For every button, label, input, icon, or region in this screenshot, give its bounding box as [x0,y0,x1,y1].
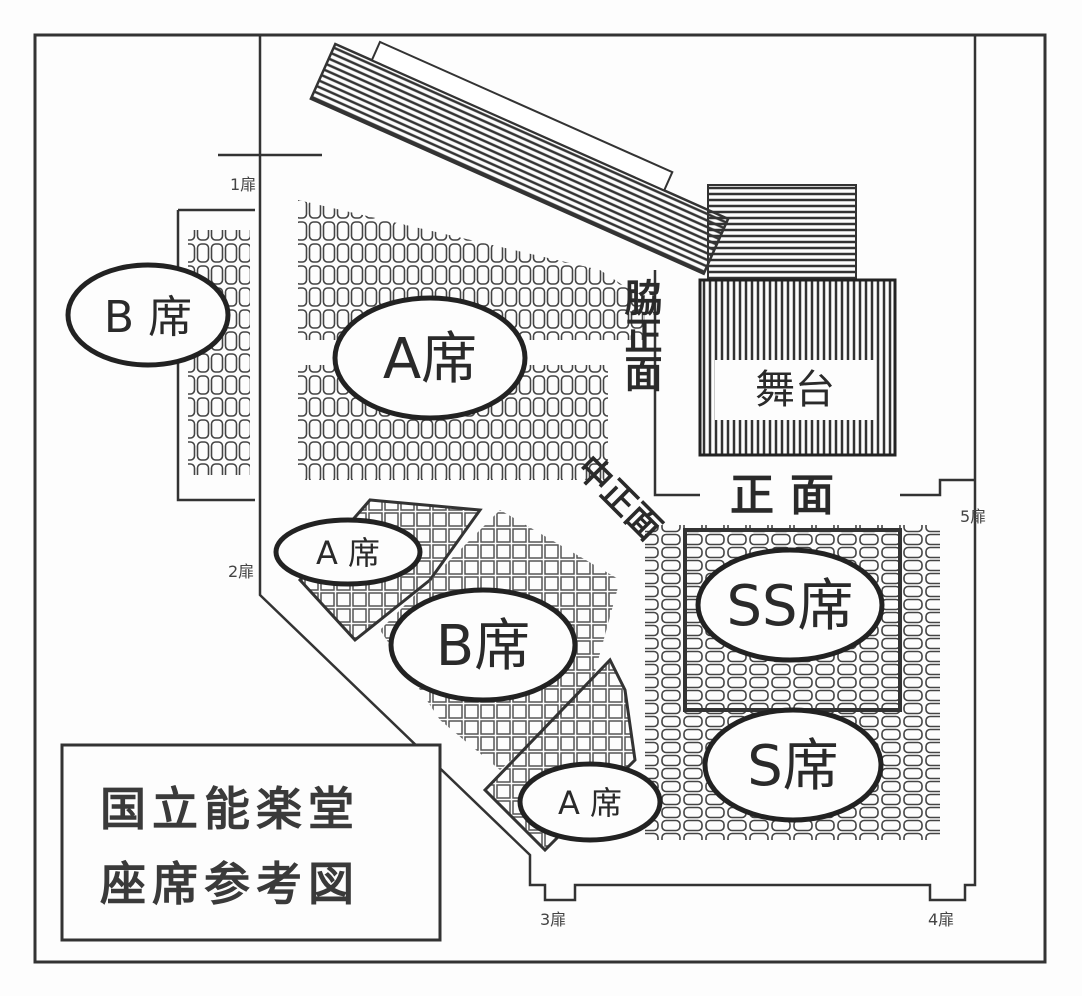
title-line-1: 国立能楽堂 [100,782,360,836]
title-line-2: 座席参考図 [100,857,360,911]
section-ovals [65,262,885,843]
door-5-label: 5扉 [960,507,986,526]
section-s-label: S席 [747,734,839,799]
door-1-label: 1扉 [230,175,256,194]
section-ss-label: SS席 [726,574,853,639]
shomen-bg [715,470,865,515]
direction-shomen: 正面 [730,470,850,521]
outer-frame [33,33,1047,964]
section-b-left-label: B 席 [104,292,192,343]
title-box [60,743,442,942]
hashigakari-bridge [309,40,730,276]
backstage [707,184,857,281]
door-2-label: 2扉 [228,562,254,581]
section-a-top-label: A席 [383,327,477,392]
section-b-center-label: B席 [436,614,530,679]
section-a-left-label: A 席 [316,534,380,572]
direction-wakishomen: 脇正面 [618,278,662,392]
door-3-label: 3扉 [540,910,566,929]
stage-label-bg [715,360,875,420]
section-a-bottom-label: A 席 [558,784,622,822]
stage-label: 舞台 [755,367,835,413]
door-4-label: 4扉 [928,910,954,929]
